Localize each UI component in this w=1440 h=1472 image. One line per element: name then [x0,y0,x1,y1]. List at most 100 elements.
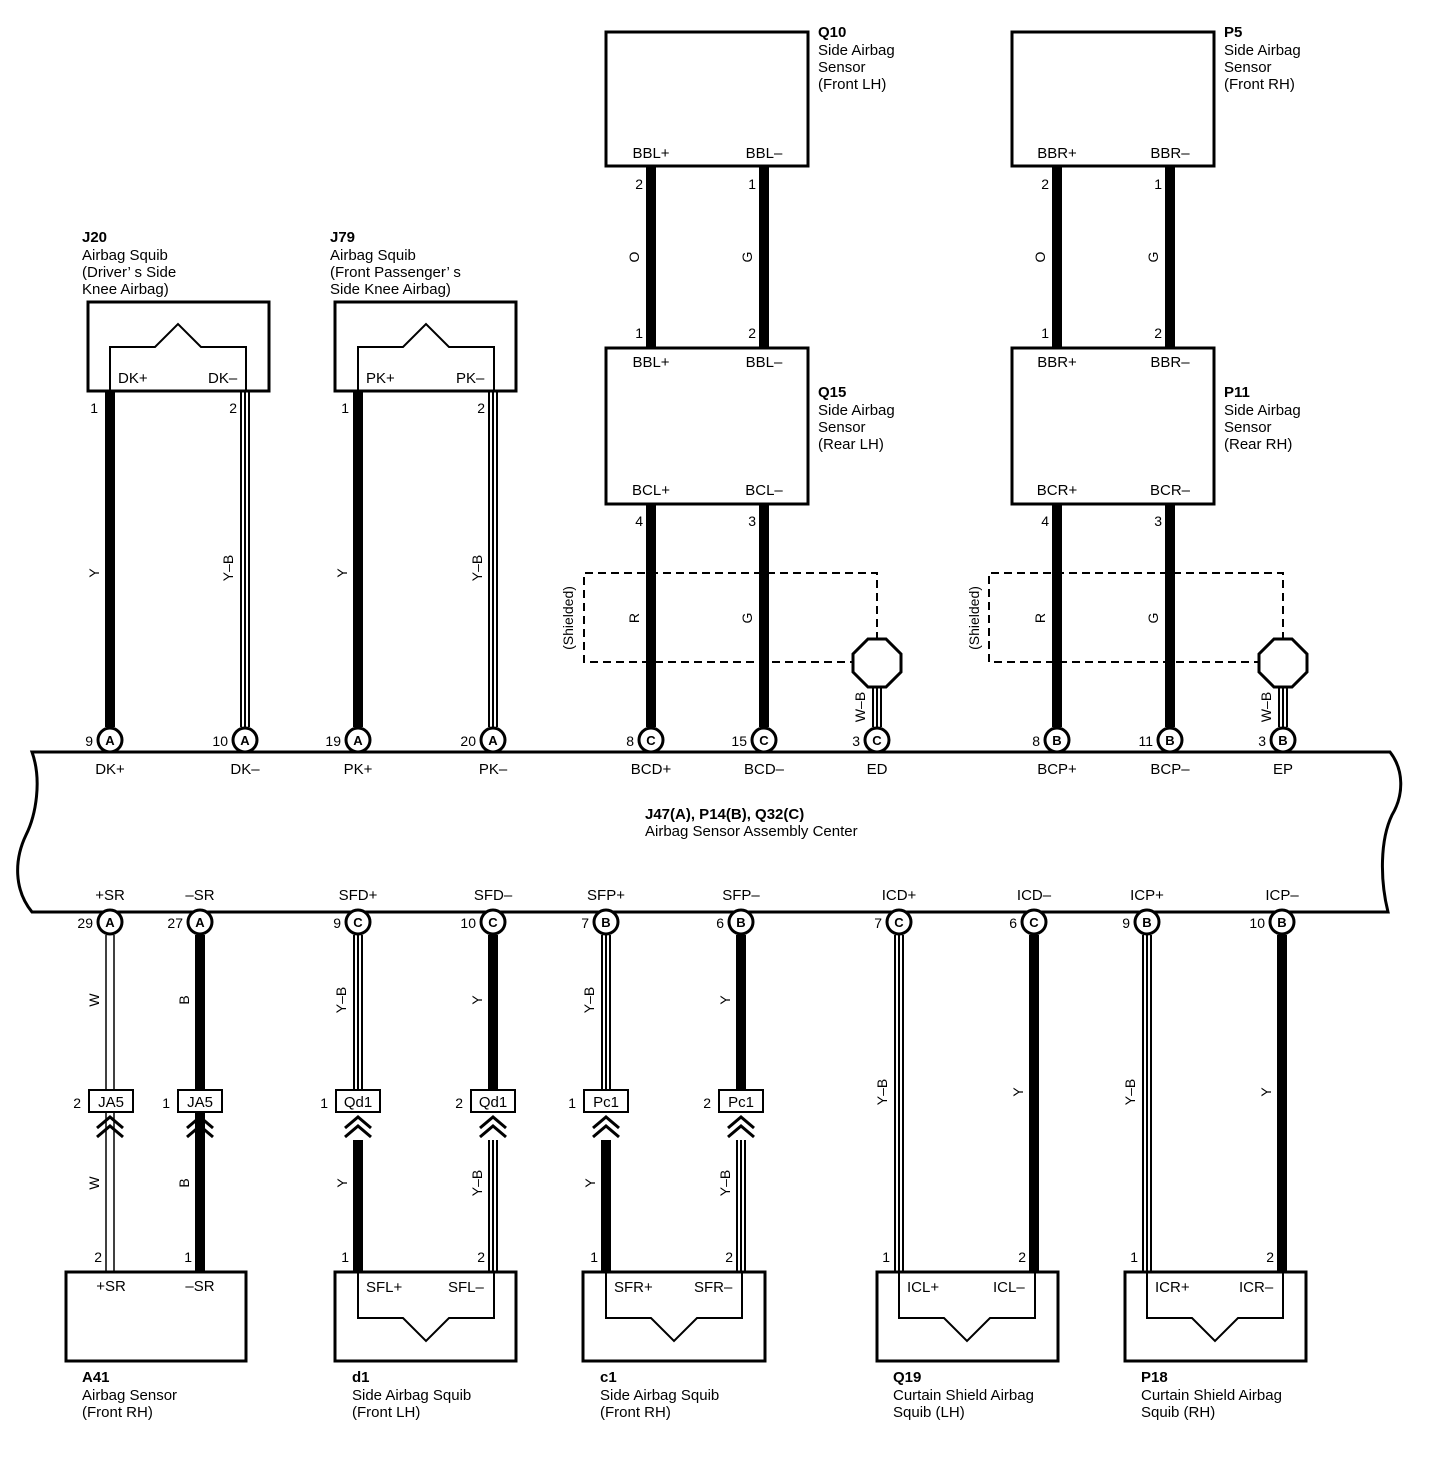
pin-number: 20 [460,733,476,749]
terminal-pos: BBR+ [1037,145,1077,162]
pin-number: 2 [1018,1249,1026,1265]
shielded-label: (Shielded) [560,586,576,650]
terminal-neg: BCL– [745,482,783,499]
component-desc: Side Airbag Squib [352,1387,471,1404]
component-code: P11 [1224,384,1250,401]
right-sensor-wires: 2 1 1 2 4 3 O G R G (Shielded) W–B [966,166,1309,727]
connector-circle: A 27 [167,908,214,936]
wire-color: W–B [852,692,868,722]
component-code: J20 [82,229,107,246]
component-desc: Airbag Squib [330,247,416,264]
pin-number: 3 [1258,733,1266,749]
terminal-in-pos: BBR+ [1037,354,1077,371]
terminal-pos: SFR+ [614,1279,653,1296]
wire-color: Y–B [717,1170,733,1196]
component-code: Q19 [893,1369,921,1386]
wire-color: R [626,613,642,623]
connector-circle: B 11 [1138,726,1184,754]
bottom-wires [105,935,1287,1272]
component-desc: Sensor [818,419,866,436]
svg-text:JA5: JA5 [98,1094,124,1111]
bottom-connector-circles: A 29 A 27 C 9 C 10 B 7 B 6 [77,908,1296,936]
pin-number: 2 [455,1095,463,1111]
wire-color: Y [469,995,485,1005]
center-top-terminal-labels: DK+ DK– PK+ PK– BCD+ BCD– ED BCP+ BCP– E… [95,761,1293,778]
svg-text:B: B [736,915,745,930]
pin-number: 2 [1154,325,1162,341]
svg-text:B: B [601,915,610,930]
svg-text:Pc1: Pc1 [593,1094,619,1111]
wire-color: G [739,252,755,263]
svg-text:B: B [1165,733,1174,748]
component-desc: (Rear LH) [818,436,884,453]
pin-number: 2 [748,325,756,341]
terminal-label: ICD– [1017,887,1052,904]
terminal-neg: SFR– [694,1279,733,1296]
pin-number: 1 [90,400,98,416]
component-desc: Sensor [1224,419,1272,436]
connector-circle: C 3 [852,726,891,754]
p18-component: ICR+ ICR– 1 2 P18 Curtain Shield Airbag … [1123,1249,1308,1421]
component-desc: Airbag Sensor [82,1387,177,1404]
terminal-neg: PK– [456,370,485,387]
terminal-label: +SR [95,887,125,904]
svg-text:A: A [195,915,205,930]
pin-number: 2 [635,176,643,192]
wire-color: Y [334,1178,350,1188]
j79-component: J79 Airbag Squib (Front Passenger’ s Sid… [330,229,518,393]
bottom-wire-color-labels: W W B B Y–B Y Y Y–B Y–B Y Y Y–B Y–B Y Y–… [86,987,1274,1196]
terminal-neg: ICL– [993,1279,1025,1296]
pin-number: 11 [1138,733,1153,749]
connector-circle: C 15 [731,726,778,754]
wire-color: B [176,995,192,1004]
pin-number: 2 [725,1249,733,1265]
wire-color: R [1032,613,1048,623]
component-desc: (Front LH) [818,76,886,93]
pin-number: 1 [635,325,643,341]
pin-number: 10 [1249,915,1265,931]
a41-component: +SR –SR 2 1 A41 Airbag Sensor (Front RH) [64,1249,248,1421]
wire-color: Y–B [581,987,597,1013]
wire-color: Y [1258,1087,1274,1097]
wire-color: Y [86,568,102,578]
pin-number: 6 [716,915,724,931]
wire-color: W [86,993,102,1007]
connector-circle: C 8 [626,726,665,754]
terminal-pos: DK+ [118,370,148,387]
wire-color: Y [717,995,733,1005]
connector-circle: B 8 [1032,726,1071,754]
terminal-label: PK– [479,761,508,778]
j20-j79-wires: 1 2 1 2 Y Y–B Y Y–B [86,391,498,727]
svg-text:B: B [1142,915,1151,930]
component-code: c1 [600,1369,617,1386]
terminal-label: EP [1273,761,1293,778]
terminal-pos: BCR+ [1037,482,1078,499]
pin-number: 4 [635,513,643,529]
terminal-pos: ICR+ [1155,1279,1190,1296]
terminal-pos: +SR [96,1278,126,1295]
inline-connector: Qd1 1 [320,1089,381,1139]
top-connector-circles: A 9 A 10 A 19 A 20 C 8 C 15 [85,726,1297,754]
component-desc: Side Airbag [818,402,895,419]
j20-component: J20 Airbag Squib (Driver’ s Side Knee Ai… [82,229,271,393]
svg-text:A: A [105,733,115,748]
pin-number: 1 [341,1249,349,1265]
inline-connector: JA5 2 [73,1089,134,1139]
wire-color: B [176,1178,192,1187]
connector-circle: A 20 [460,726,507,754]
connector-circle: C 10 [460,908,507,936]
pin-number: 1 [162,1095,170,1111]
left-sensor-wires: 2 1 1 2 4 3 O G R G (Shielded) W–B [560,166,903,727]
inline-connector: Pc1 1 [568,1089,629,1139]
pin-number: 1 [320,1095,328,1111]
svg-text:C: C [894,915,904,930]
c1-component: SFR+ SFR– 1 2 c1 Side Airbag Squib (Fron… [581,1249,767,1421]
pin-number: 10 [460,915,476,931]
connector-circle: B 6 [716,908,755,936]
center-code: J47(A), P14(B), Q32(C) [645,806,804,823]
svg-text:C: C [1029,915,1039,930]
pin-number: 1 [1154,176,1162,192]
component-code: Q10 [818,24,846,41]
connector-circle: A 29 [77,908,124,936]
